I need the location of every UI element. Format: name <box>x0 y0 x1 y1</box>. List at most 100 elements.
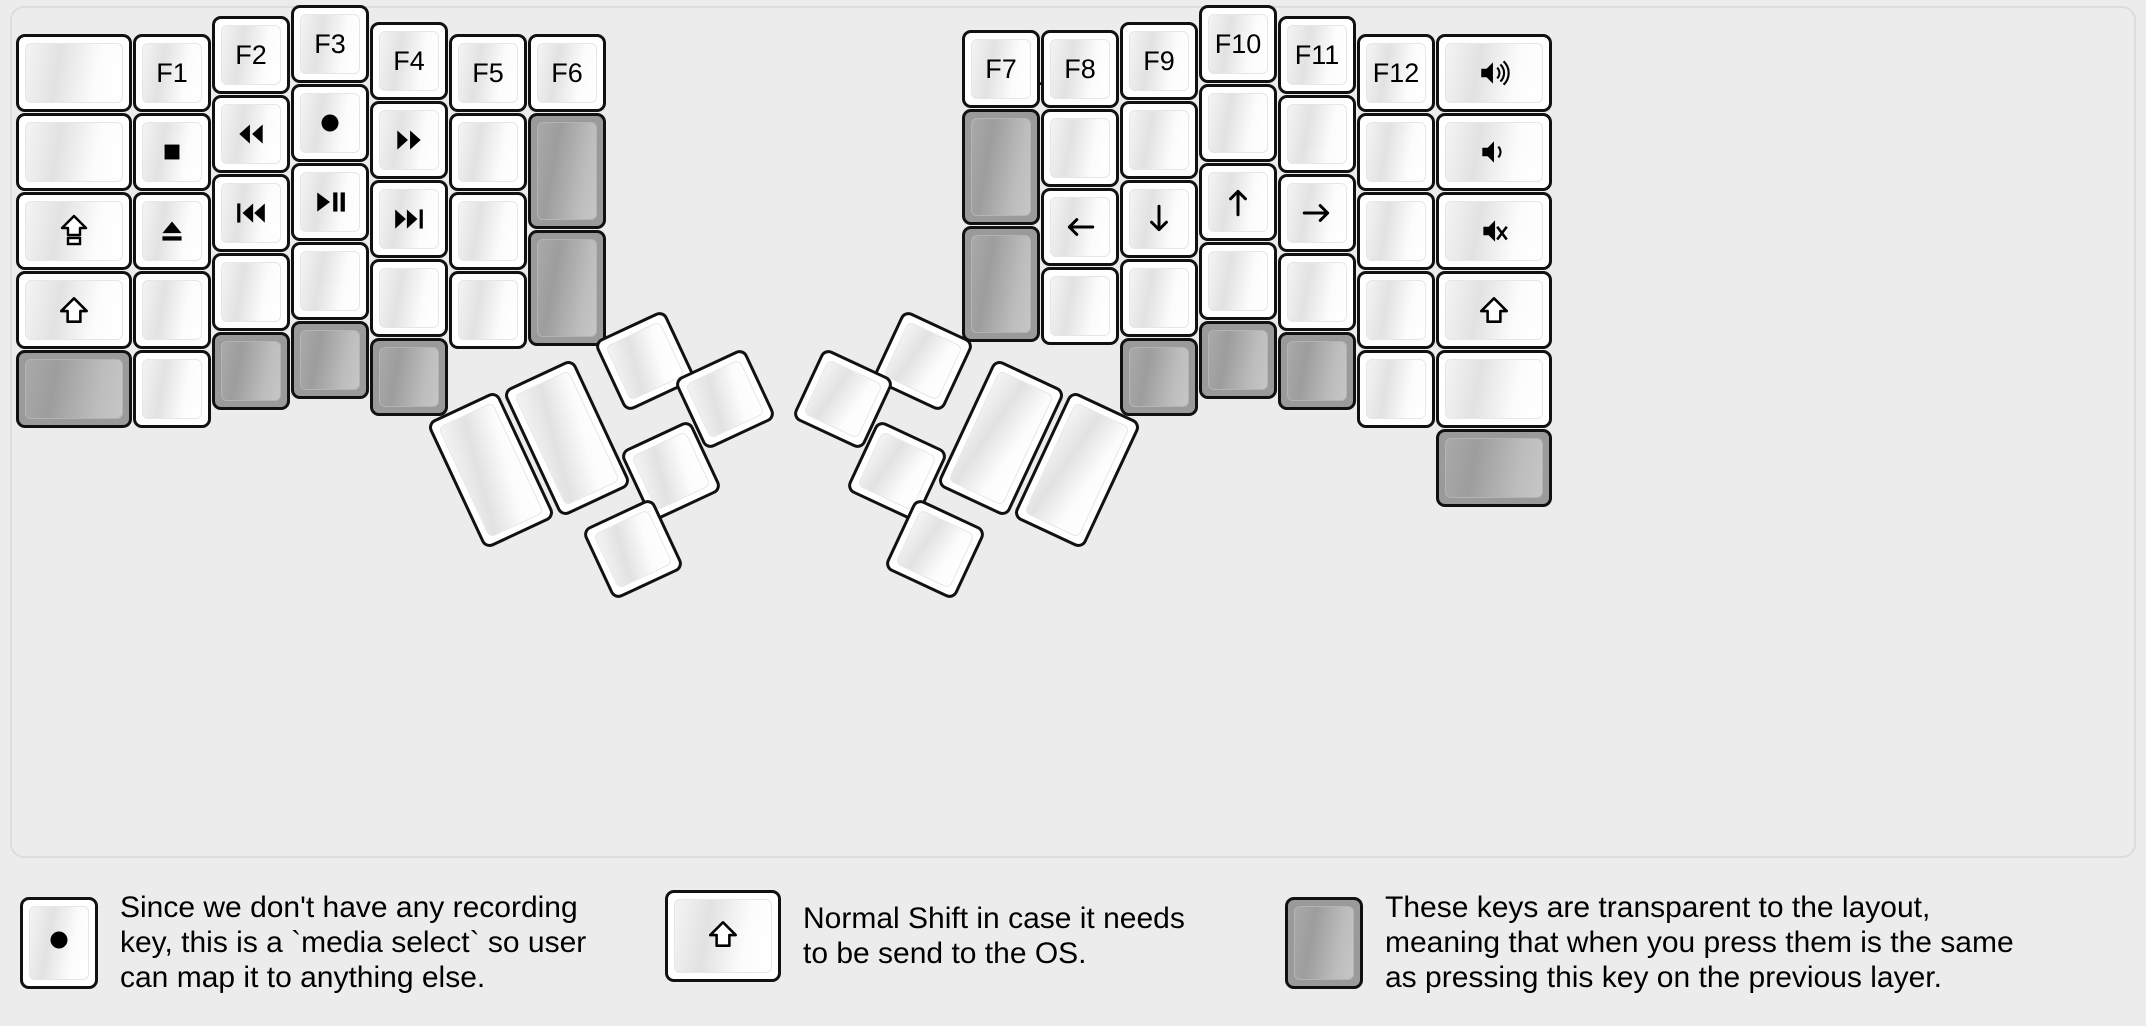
key-transparent-l-2-4[interactable] <box>212 332 290 410</box>
key-label: F4 <box>393 45 425 76</box>
key-transparent-r-3-4[interactable] <box>1199 321 1277 399</box>
keycap-surface: F12 <box>1366 43 1426 103</box>
keycap-surface <box>1294 905 1354 980</box>
key-blank-r-5-4[interactable] <box>1357 350 1435 428</box>
keycap-surface <box>1050 276 1110 336</box>
key-blank-r-2-3[interactable] <box>1120 259 1198 337</box>
key-blank-r-4-3[interactable] <box>1278 253 1356 331</box>
eject-icon <box>155 214 189 248</box>
keycap-surface <box>605 321 685 401</box>
key-transparent-r-0-2[interactable] <box>962 226 1040 342</box>
caps-shift-icon <box>57 214 91 248</box>
key-eject-l-1-2[interactable] <box>133 192 211 270</box>
keycap-surface: F8 <box>1050 39 1110 99</box>
keycap-surface <box>1050 197 1110 257</box>
key-blank-r-5-3[interactable] <box>1357 271 1435 349</box>
key-record-l-3-1[interactable] <box>291 84 369 162</box>
key-blank-r-5-2[interactable] <box>1357 192 1435 270</box>
keycap-surface <box>537 122 597 220</box>
key-f11-r-4-0[interactable]: F11 <box>1278 16 1356 94</box>
key-volume-down-r-6-1[interactable] <box>1436 113 1552 191</box>
key-f1-l-1-0[interactable]: F1 <box>133 34 211 112</box>
key-blank-r-3-3[interactable] <box>1199 242 1277 320</box>
keycap-surface <box>25 201 123 261</box>
key-f2-l-2-0[interactable]: F2 <box>212 16 290 94</box>
key-arrow-down-r-2-2[interactable] <box>1120 180 1198 258</box>
keycap-surface <box>1129 189 1189 249</box>
key-transparent-r-0-1[interactable] <box>962 109 1040 225</box>
key-blank-l-5-1[interactable] <box>449 113 527 191</box>
legend-text-0: Since we don't have any recording key, t… <box>120 891 587 995</box>
keycap-surface <box>1208 251 1268 311</box>
key-blank-r-5-1[interactable] <box>1357 113 1435 191</box>
key-mute-r-6-2[interactable] <box>1436 192 1552 270</box>
key-next-track-l-4-2[interactable] <box>370 180 448 258</box>
key-f9-r-2-0[interactable]: F9 <box>1120 22 1198 100</box>
key-blank-r-6-4[interactable] <box>1436 350 1552 428</box>
keycap-surface <box>1445 280 1543 340</box>
key-f12-r-5-0[interactable]: F12 <box>1357 34 1435 112</box>
keycap-surface <box>1445 43 1543 103</box>
key-prev-track-l-2-2[interactable] <box>212 174 290 252</box>
record-icon <box>313 106 347 140</box>
key-blank-l-4-3[interactable] <box>370 259 448 337</box>
key-shift-l-0-3[interactable] <box>16 271 132 349</box>
arrow-right-icon <box>1300 196 1334 230</box>
key-shift-r-6-3[interactable] <box>1436 271 1552 349</box>
mute-icon <box>1477 214 1511 248</box>
key-fast-forward-l-4-1[interactable] <box>370 101 448 179</box>
key-f7-r-0-0[interactable]: F7 <box>962 30 1040 108</box>
key-blank-r-1-3[interactable] <box>1041 267 1119 345</box>
shift-icon <box>57 293 91 327</box>
keycap-surface <box>1050 118 1110 178</box>
key-stop-l-1-1[interactable] <box>133 113 211 191</box>
keycap-surface <box>883 321 963 401</box>
key-rewind-l-2-1[interactable] <box>212 95 290 173</box>
key-transparent-r-4-4[interactable] <box>1278 332 1356 410</box>
keycap-surface <box>1445 122 1543 182</box>
key-arrow-left-r-1-2[interactable] <box>1041 188 1119 266</box>
key-blank-r-3-1[interactable] <box>1199 84 1277 162</box>
key-f8-r-1-0[interactable]: F8 <box>1041 30 1119 108</box>
keycap-surface <box>1287 262 1347 322</box>
key-blank-l-5-3[interactable] <box>449 271 527 349</box>
key-transparent-l-6-2[interactable] <box>528 230 606 346</box>
key-transparent-r-6-5[interactable] <box>1436 429 1552 507</box>
key-blank-r-1-1[interactable] <box>1041 109 1119 187</box>
key-transparent-r-2-4[interactable] <box>1120 338 1198 416</box>
key-blank-l-0-0[interactable] <box>16 34 132 112</box>
key-play-pause-l-3-2[interactable] <box>291 163 369 241</box>
keycap-surface: F10 <box>1208 14 1268 74</box>
key-blank-l-1-3[interactable] <box>133 271 211 349</box>
keycap-surface <box>1287 183 1347 243</box>
key-transparent-l-4-4[interactable] <box>370 338 448 416</box>
shift-icon <box>706 917 740 956</box>
key-transparent-l-0-4[interactable] <box>16 350 132 428</box>
key-blank-r-4-1[interactable] <box>1278 95 1356 173</box>
key-blank-l-0-1[interactable] <box>16 113 132 191</box>
keycap-surface <box>1208 93 1268 153</box>
rewind-icon <box>234 117 268 151</box>
key-transparent-l-6-1[interactable] <box>528 113 606 229</box>
key-f10-r-3-0[interactable]: F10 <box>1199 5 1277 83</box>
key-transparent-l-3-4[interactable] <box>291 321 369 399</box>
key-volume-up-r-6-0[interactable] <box>1436 34 1552 112</box>
keycap-surface <box>29 905 89 980</box>
key-f4-l-4-0[interactable]: F4 <box>370 22 448 100</box>
key-blank-r-2-1[interactable] <box>1120 101 1198 179</box>
key-blank-l-2-3[interactable] <box>212 253 290 331</box>
key-blank-l-1-4[interactable] <box>133 350 211 428</box>
keycap-surface <box>458 122 518 182</box>
keycap-surface <box>300 93 360 153</box>
key-blank-l-3-3[interactable] <box>291 242 369 320</box>
key-f5-l-5-0[interactable]: F5 <box>449 34 527 112</box>
key-f3-l-3-0[interactable]: F3 <box>291 5 369 83</box>
keycap-surface <box>142 280 202 340</box>
key-blank-l-5-2[interactable] <box>449 192 527 270</box>
key-arrow-right-r-4-2[interactable] <box>1278 174 1356 252</box>
key-arrow-up-r-3-2[interactable] <box>1199 163 1277 241</box>
keycap-surface <box>674 899 772 973</box>
keycap-surface <box>1366 201 1426 261</box>
key-f6-l-6-0[interactable]: F6 <box>528 34 606 112</box>
key-caps-shift-l-0-2[interactable] <box>16 192 132 270</box>
